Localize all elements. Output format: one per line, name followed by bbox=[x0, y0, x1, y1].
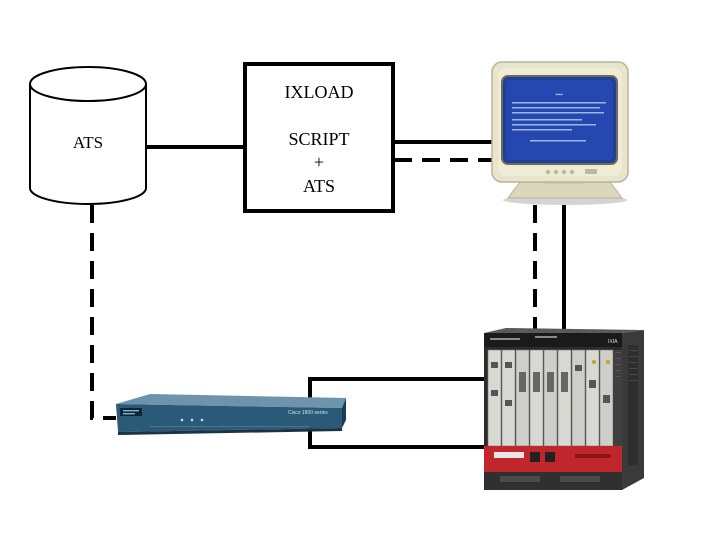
script-box-line-script: SCRIPT bbox=[288, 129, 349, 149]
script-box-title: IXLOAD bbox=[285, 82, 354, 102]
ixload-script-box: IXLOAD SCRIPT + ATS bbox=[243, 62, 395, 213]
traffic-generator-chassis-icon: IXIA bbox=[484, 328, 644, 490]
router-brand-text: Cisco 1800 series bbox=[288, 410, 328, 416]
chassis-cards bbox=[487, 349, 614, 447]
svg-text:▪▪▪▪: ▪▪▪▪ bbox=[555, 92, 562, 98]
script-box-line-plus: + bbox=[314, 152, 324, 172]
database-label: ATS bbox=[73, 133, 103, 152]
router-icon: Cisco 1800 series bbox=[116, 394, 346, 435]
connections bbox=[90, 140, 566, 449]
crt-monitor-icon: ▪▪▪▪ bbox=[491, 61, 629, 205]
script-box-line-ats: ATS bbox=[303, 176, 335, 196]
ats-database: ATS bbox=[29, 66, 147, 205]
link-ats-to-router-dashed bbox=[90, 205, 116, 420]
link-router-to-chassis-bottom bbox=[308, 428, 484, 449]
link-router-to-chassis-top bbox=[308, 377, 484, 398]
chassis-brand-text: IXIA bbox=[608, 339, 618, 345]
